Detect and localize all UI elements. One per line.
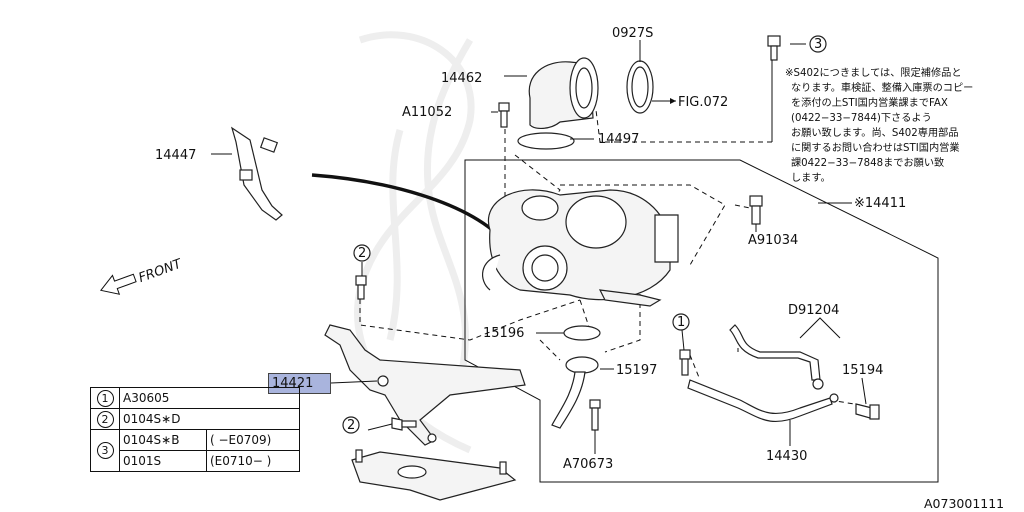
- legend-code: A30605: [119, 387, 300, 409]
- fastener-legend-table: 1 A30605 2 0104S∗D 3 0104S∗B ( −E0709) 0…: [90, 387, 300, 472]
- svg-text:課0422−33−7848までお願い致: 課0422−33−7848までお願い致: [791, 156, 944, 169]
- label-a70673: A70673: [563, 457, 613, 472]
- pipe-14430-part: [687, 324, 839, 423]
- legend-range: (E0710− ): [206, 450, 300, 472]
- label-15196: 15196: [483, 326, 524, 341]
- label-14430: 14430: [766, 449, 807, 464]
- svg-text:お願い致します。尚、S402専用部品: お願い致します。尚、S402専用部品: [791, 126, 959, 139]
- legend-num: 2: [96, 410, 114, 428]
- legend-range: ( −E0709): [206, 429, 300, 451]
- front-arrow: FRONT: [99, 256, 185, 295]
- svg-text:なります。車検証、整備入庫票のコピー: なります。車検証、整備入庫票のコピー: [791, 81, 973, 94]
- label-14411: ※14411: [854, 196, 906, 211]
- stud-a91034-part: [749, 195, 763, 225]
- bolt-15194-part: [855, 403, 880, 420]
- intake-elbow-part: [528, 57, 599, 129]
- turbocharger-part: [482, 189, 679, 307]
- clamp-ring-part: [626, 60, 654, 114]
- legend-row: 3 0104S∗B ( −E0709): [90, 429, 300, 472]
- legend-row: 1 A30605: [90, 387, 300, 409]
- svg-text:(0422−33−7844)下さるよう: (0422−33−7844)下さるよう: [791, 112, 932, 124]
- gasket-15196-part: [563, 325, 601, 341]
- svg-text:を添付の上STI国内営業課までFAX: を添付の上STI国内営業課までFAX: [791, 96, 948, 109]
- label-15197: 15197: [616, 363, 657, 378]
- label-d91204: D91204: [788, 303, 839, 318]
- svg-text:2: 2: [347, 418, 355, 433]
- legend-code: 0101S: [119, 450, 207, 472]
- front-label: FRONT: [137, 256, 185, 286]
- svg-text:3: 3: [814, 37, 822, 52]
- label-leaders: [211, 40, 867, 454]
- label-14447: 14447: [155, 148, 196, 163]
- svg-text:します。: します。: [791, 172, 831, 184]
- document-id: A073001111: [924, 496, 1005, 511]
- legend-row: 0101S (E0710− ): [91, 450, 300, 472]
- bolt-callout-2-lower-part: [391, 417, 417, 431]
- label-a11052: A11052: [402, 105, 452, 120]
- bolt-callout-3-part: [767, 35, 781, 61]
- legend-num: 3: [96, 442, 114, 459]
- callout-2-upper: 2: [353, 244, 371, 262]
- pipe-14447-part: [230, 126, 283, 221]
- callout-2-lower: 2: [342, 416, 360, 434]
- bolt-a70673-part: [589, 399, 601, 431]
- label-a91034: A91034: [748, 233, 798, 248]
- callout-3-top: 3: [809, 35, 827, 53]
- svg-text:※S402につきましては、限定補修品と: ※S402につきましては、限定補修品と: [785, 66, 962, 79]
- gasket-14497-part: [517, 132, 575, 150]
- label-0927s: 0927S: [612, 26, 653, 41]
- bolt-callout-1-part: [679, 349, 691, 376]
- label-14462: 14462: [441, 71, 482, 86]
- label-14497: 14497: [598, 132, 639, 147]
- legend-row: 2 0104S∗D: [90, 408, 300, 430]
- svg-text:に関するお問い合わせはSTI国内営業: に関するお問い合わせはSTI国内営業: [791, 141, 960, 154]
- legend-code: 0104S∗B: [119, 429, 207, 451]
- supply-note: ※S402につきましては、限定補修品と なります。車検証、整備入庫票のコピー を…: [785, 66, 973, 184]
- svg-text:2: 2: [358, 246, 366, 261]
- label-15194: 15194: [842, 363, 883, 378]
- oil-pipe-15197-part: [551, 356, 599, 429]
- label-fig072[interactable]: FIG.072: [678, 95, 728, 110]
- engine-flange-part: [351, 449, 517, 501]
- legend-num: 1: [96, 389, 114, 407]
- svg-text:1: 1: [677, 315, 685, 330]
- bolt-a11052-part: [498, 102, 510, 128]
- bolt-callout-2-upper-part: [355, 275, 367, 300]
- legend-code: 0104S∗D: [119, 408, 300, 430]
- bracket-14421-part: [324, 324, 526, 446]
- callout-1-right: 1: [672, 313, 690, 331]
